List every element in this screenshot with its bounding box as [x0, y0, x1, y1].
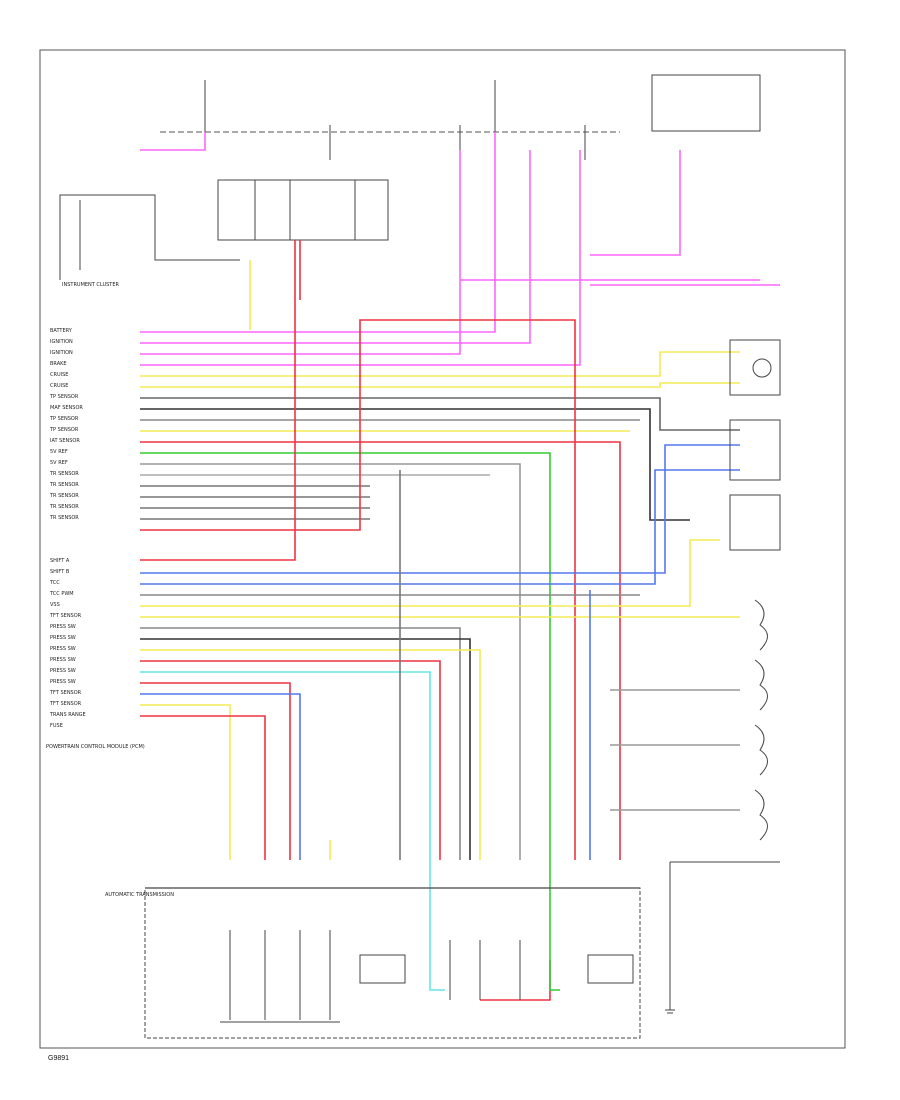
pcm-pin-label: TR SENSOR: [49, 504, 79, 510]
pcm-pin-label: CRUISE: [50, 383, 68, 389]
pcm-pin-label: TR SENSOR: [49, 515, 79, 521]
pcm-pin-label: TRANS RANGE: [49, 712, 86, 718]
pcm-pin-label: FUSE: [50, 723, 63, 729]
pcm-pin-label: TR SENSOR: [49, 471, 79, 477]
wire-black: [140, 638, 471, 860]
wire-pink: [590, 150, 681, 256]
pcm-pin-label: IAT SENSOR: [50, 438, 80, 444]
pcm-pin-label: TCC PWM: [49, 591, 74, 597]
wire-red: [140, 715, 266, 860]
pcm-pin-label: IGNITION: [50, 339, 73, 345]
pcm-pin-label: PRESS SW: [50, 646, 76, 652]
pcm-pin-column-bottom: SHIFT A SHIFT B TCC TCC PWM VSS TFT SENS…: [49, 558, 86, 729]
pcm-pin-label: TFT SENSOR: [49, 701, 82, 707]
pcm-pin-label: SHIFT A: [50, 558, 70, 564]
wire-gray: [140, 463, 521, 860]
wire-yellow: [140, 351, 740, 377]
pcm-pin-label: TFT SENSOR: [49, 613, 82, 619]
sensor-box: [729, 419, 781, 481]
transmission-block: [144, 887, 641, 1039]
wire-green: [140, 452, 551, 860]
pcm-pin-label: TP SENSOR: [49, 394, 79, 400]
pcm-pin-label: IGNITION: [50, 350, 73, 356]
wire-pink: [140, 150, 581, 366]
relay-box: [217, 179, 389, 241]
wire-cyan: [140, 671, 445, 991]
pcm-pin-label: SHIFT B: [50, 569, 70, 575]
pcm-pin-label: PRESS SW: [50, 635, 76, 641]
pcm-pin-label: CRUISE: [50, 372, 68, 378]
transmission-connector: [144, 887, 641, 1039]
wire-yellow: [140, 539, 720, 607]
wire-yellow: [140, 382, 740, 388]
wire-black: [140, 408, 690, 521]
pcm-pin-label: TP SENSOR: [49, 416, 79, 422]
sensor-box: [729, 339, 781, 396]
pcm-pin-label: BATTERY: [50, 328, 73, 334]
pcm-pin-label: PRESS SW: [50, 624, 76, 630]
pcm-pin-label: TP SENSOR: [49, 427, 79, 433]
pcm-pin-label: PRESS SW: [50, 668, 76, 674]
pcm-pin-label: 5V REF: [50, 449, 68, 455]
wire-pink: [140, 150, 531, 344]
pcm-label: POWERTRAIN CONTROL MODULE (PCM): [46, 744, 145, 750]
wire-red: [140, 319, 576, 860]
pcm-pin-label: TFT SENSOR: [49, 690, 82, 696]
diagram-frame: [39, 49, 846, 1049]
wire-red: [140, 240, 296, 561]
pcm-pin-label: MAF SENSOR: [50, 405, 83, 411]
wire-blue: [140, 444, 740, 574]
pcm-pin-label: TR SENSOR: [49, 493, 79, 499]
wire-red: [140, 682, 291, 860]
pcm-pin-label: VSS: [50, 602, 60, 608]
wire-gray: [140, 627, 461, 860]
wire-red: [480, 960, 551, 1001]
pcm-pin-label: TCC: [49, 580, 60, 586]
wire-gray: [140, 397, 740, 431]
pcm-pin-label: PRESS SW: [50, 657, 76, 663]
pcm-pin-column-top: BATTERY IGNITION IGNITION BRAKE CRUISE C…: [49, 328, 83, 521]
sensor-box: [729, 494, 781, 551]
wire-yellow: [140, 649, 481, 860]
pcm-pin-label: TR SENSOR: [49, 482, 79, 488]
range-switch: [669, 599, 780, 1010]
ground-symbol: [665, 1009, 675, 1014]
transmission-label: AUTOMATIC TRANSMISSION: [105, 892, 174, 898]
wire-blue: [140, 469, 740, 585]
fuse-block-top: [204, 74, 761, 160]
wire-red: [140, 660, 441, 860]
wire-pink: [140, 150, 760, 355]
pcm-pin-label: BRAKE: [50, 361, 67, 367]
wires-lower: [140, 470, 740, 1001]
wire-pink: [140, 132, 496, 333]
wire-pink: [140, 132, 206, 151]
pcm-pin-label: PRESS SW: [50, 679, 76, 685]
frame-id: G9891: [48, 1055, 69, 1062]
pcm-pin-label: 5V REF: [50, 460, 68, 466]
wire-green: [549, 860, 560, 991]
wire-yellow: [140, 704, 231, 860]
sensor-boxes: [729, 339, 781, 551]
cluster-label: INSTRUMENT CLUSTER: [62, 282, 120, 288]
wires-upper: [140, 132, 780, 860]
wire-red: [140, 441, 621, 860]
instrument-cluster: [59, 194, 240, 280]
wire-blue: [140, 693, 301, 860]
